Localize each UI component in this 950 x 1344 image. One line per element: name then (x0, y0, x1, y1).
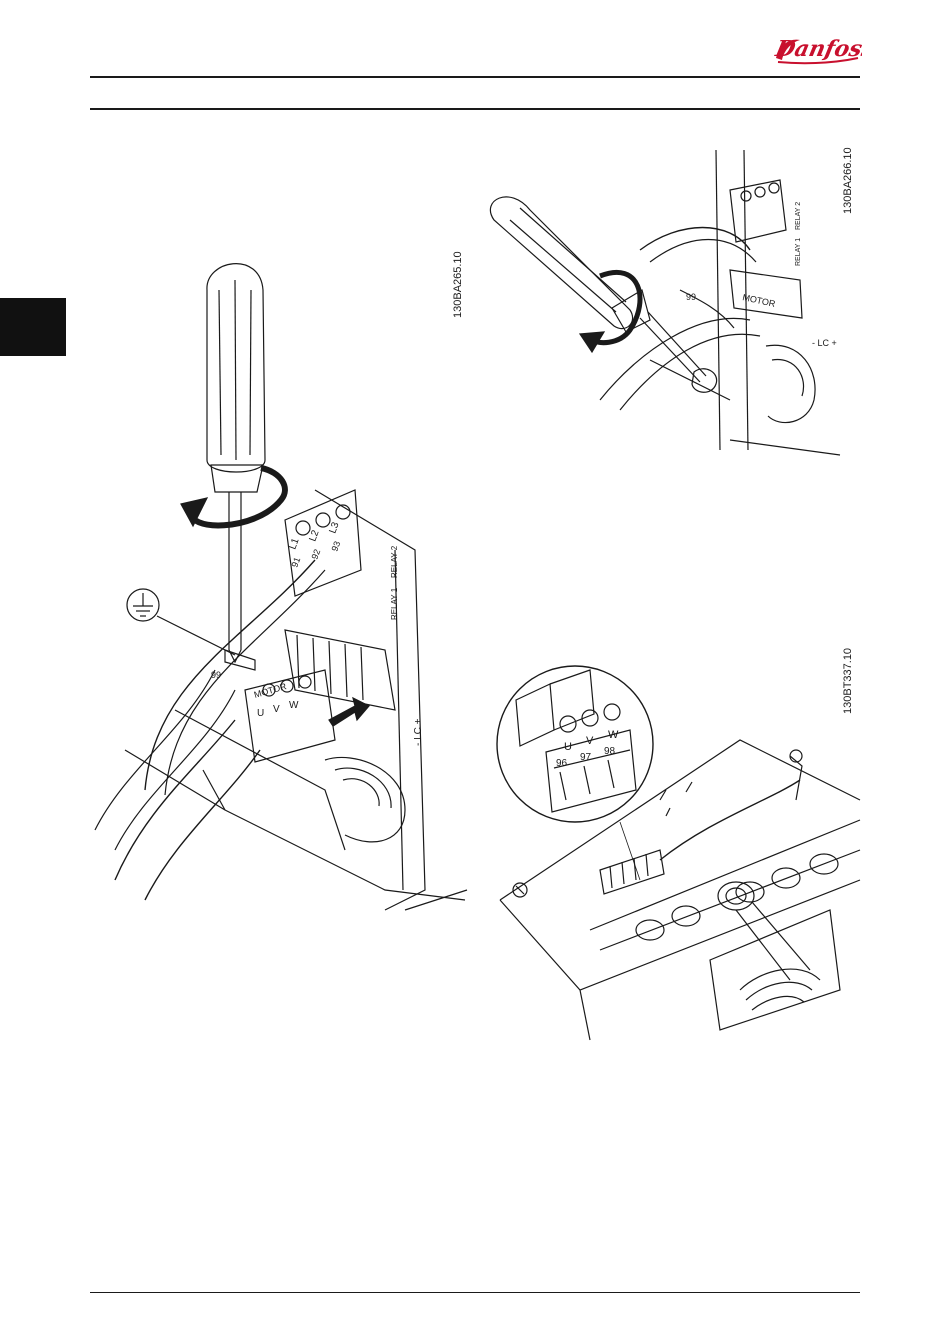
ground-symbol-icon (127, 589, 235, 655)
label-98: 98 (604, 746, 616, 757)
figure-ground-clamp-screwdriver: RELAY 1 RELAY 2 MOTOR 99 - LC + (480, 150, 850, 460)
svg-text:Danfoss: Danfoss (772, 36, 862, 62)
rotation-arrow-icon (181, 468, 285, 526)
label-99: 99 (211, 670, 221, 680)
chapter-tab (0, 298, 66, 356)
screwdriver-icon (207, 264, 265, 662)
figure-motor-ground-screwdriver: L1 L2 L3 91 92 93 RELAY 1 RELAY 2 MOTOR … (85, 250, 475, 930)
figure-code-2: 130BA266.10 (842, 147, 854, 214)
label-relay2: RELAY 2 (795, 202, 802, 230)
push-arrow-icon (329, 698, 369, 726)
label-relay1: RELAY 1 (795, 238, 802, 266)
footer-rule (90, 1292, 860, 1293)
figure-code-3: 130BT337.10 (842, 648, 854, 714)
label-relay1: RELAY 1 (390, 587, 399, 620)
label-l1: L1 (287, 536, 301, 551)
motor-connector: MOTOR U V W (245, 670, 335, 762)
label-lc: - LC + (812, 338, 837, 348)
header-rule (90, 76, 860, 78)
label-motor: MOTOR (742, 292, 777, 309)
label-lc: - LC + (413, 718, 424, 746)
label-97: 97 (580, 752, 592, 763)
fan-icon (766, 345, 815, 422)
label-w: W (289, 700, 299, 711)
fan-icon (325, 757, 405, 841)
label-u: U (257, 708, 264, 719)
label-relay2: RELAY 2 (390, 545, 399, 578)
label-l2: L2 (307, 528, 321, 543)
label-93: 93 (329, 540, 342, 553)
danfoss-logo: Danfoss (770, 30, 862, 70)
header-subrule (90, 108, 860, 110)
label-92: 92 (309, 548, 322, 561)
figure-motor-connector-inset: U V W 96 97 98 (490, 660, 860, 1040)
label-l3: L3 (327, 520, 341, 535)
label-v: V (586, 735, 594, 747)
figure-code-1: 130BA265.10 (452, 251, 464, 318)
label-v: V (273, 704, 280, 715)
screwdriver-icon (490, 197, 706, 382)
label-w: W (608, 729, 619, 741)
label-u: U (564, 741, 572, 753)
connector-detail-inset: U V W 96 97 98 (497, 666, 653, 880)
fan-icon (710, 910, 840, 1030)
label-96: 96 (556, 758, 568, 769)
label-91: 91 (289, 556, 302, 569)
